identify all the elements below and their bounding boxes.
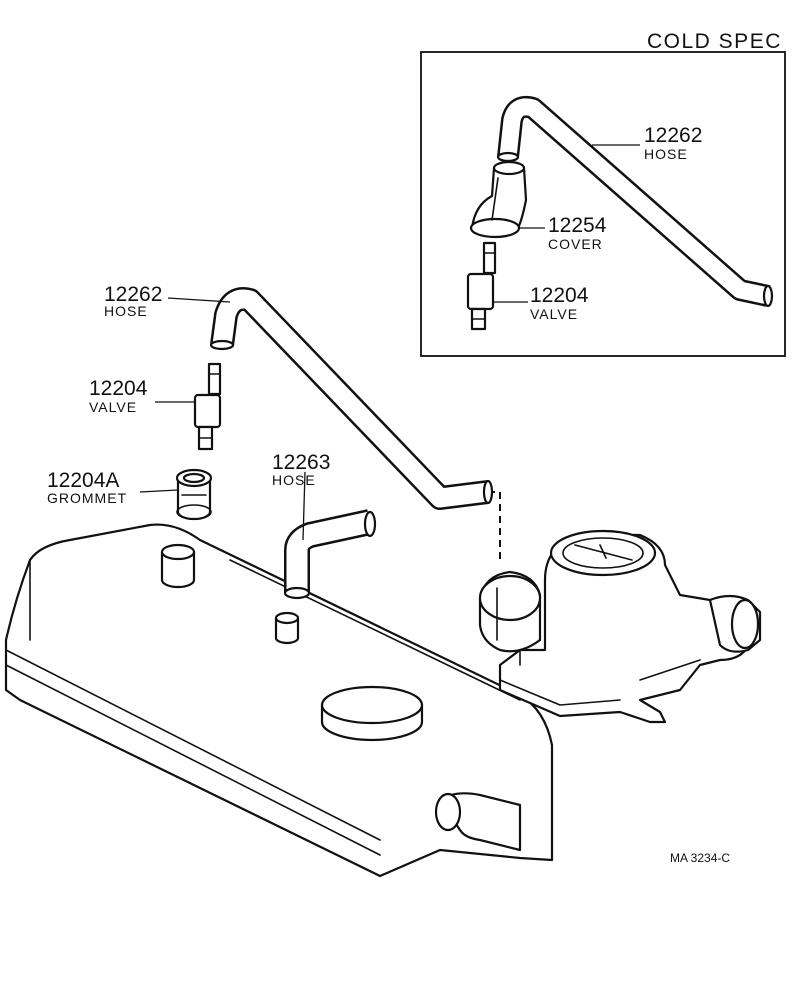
cover-port-center [274, 611, 300, 645]
label-hose-lower-name: HOSE [272, 472, 316, 488]
inset-valve [466, 241, 497, 331]
label-inset-cover-number: 12254 [548, 214, 607, 237]
cylinder-head-cover [4, 523, 554, 878]
figure-code: MA 3234-C [670, 851, 730, 865]
label-inset-cover-name: COVER [548, 236, 603, 252]
leader-grommet [139, 489, 179, 493]
label-valve-number: 12204 [89, 377, 148, 400]
inset-title: COLD SPEC [647, 30, 782, 53]
leader-hose-lower [302, 471, 306, 541]
label-hose-upper-name: HOSE [104, 303, 148, 319]
label-inset-hose-name: HOSE [644, 146, 688, 162]
label-hose-upper-number: 12262 [104, 283, 162, 306]
grommet [175, 468, 213, 521]
label-grommet-name: GROMMET [47, 490, 127, 506]
label-hose-lower-number: 12263 [272, 451, 330, 474]
inset-hose-12262 [496, 95, 774, 308]
hose-12263 [283, 509, 377, 600]
label-inset-hose-number: 12262 [644, 124, 702, 147]
leader-hose-upper [167, 297, 231, 303]
label-valve-name: VALVE [89, 399, 137, 415]
label-grommet-number: 12204A [47, 469, 119, 492]
pcv-valve-main [193, 362, 222, 451]
oil-filler-cap [320, 685, 424, 742]
label-inset-valve-name: VALVE [530, 306, 578, 322]
cover-port-left [160, 543, 196, 589]
cold-spec-inset-frame [420, 51, 786, 357]
hose-12262-main [209, 287, 494, 510]
intake-pipe [434, 792, 522, 852]
choke-cover [478, 570, 542, 653]
inset-cover [469, 160, 528, 239]
label-inset-valve-number: 12204 [530, 284, 589, 307]
carburetor [498, 529, 762, 724]
